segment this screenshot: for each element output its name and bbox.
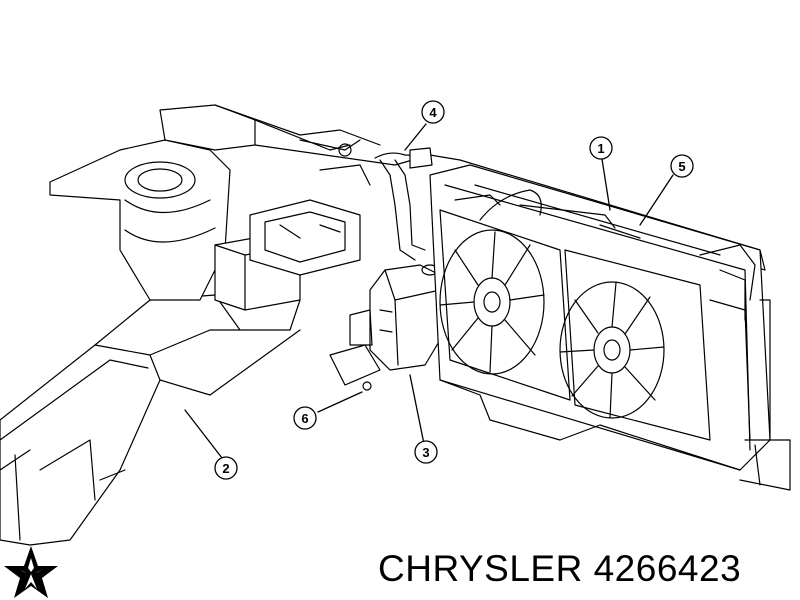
strut-tower-drawing [49, 104, 381, 301]
callout-3-label: 3 [422, 445, 429, 460]
callout-1: 1 [589, 136, 613, 160]
coolant-reservoir-drawing [329, 264, 441, 391]
chrysler-pentastar-icon [4, 546, 58, 598]
fan-right-drawing [559, 281, 665, 419]
callout-4-label: 4 [429, 105, 437, 120]
upper-crossmember-drawing [254, 139, 766, 271]
callout-3: 3 [414, 440, 438, 464]
leader-lines [184, 123, 674, 459]
callout-2-label: 2 [222, 461, 229, 476]
callout-6-label: 6 [301, 411, 308, 426]
callout-2: 2 [214, 456, 238, 480]
callout-5: 5 [670, 154, 694, 178]
frame-rail-drawing [0, 294, 301, 546]
part-caption: CHRYSLER 4266423 [378, 548, 742, 589]
upper-hose-drawing [374, 147, 433, 261]
callout-6: 6 [293, 406, 317, 430]
callout-1-label: 1 [597, 141, 604, 156]
fan-left-drawing [439, 229, 545, 375]
callout-5-label: 5 [678, 159, 685, 174]
radiator-fan-module-drawing [429, 164, 791, 491]
callout-4: 4 [421, 100, 445, 124]
battery-tray-drawing [214, 199, 361, 311]
